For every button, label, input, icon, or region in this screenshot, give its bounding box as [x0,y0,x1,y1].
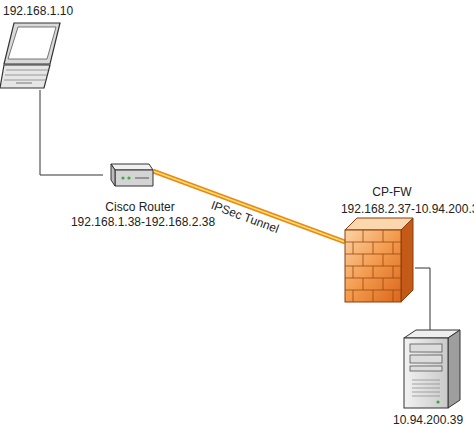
network-link [40,90,103,175]
node-label: 192.168.1.10 [3,4,73,18]
server-node: 10.94.200.39 [400,330,462,410]
node-label: Cisco Router [105,200,174,214]
firewall-icon [345,218,415,303]
laptop-icon [0,22,62,90]
node-label: CP-FW [372,185,411,199]
laptop-node: 192.168.1.10 [0,22,62,90]
server-icon [400,330,462,410]
ipsec-tunnel [153,171,345,242]
node-address: 192.168.2.37-10.94.200.37 [341,202,474,216]
node-address: 192.168.1.38-192.168.2.38 [71,215,215,229]
network-link [415,268,430,330]
router-node: Cisco Router192.168.1.38-192.168.2.38 [103,160,153,190]
tunnel-highlight [153,171,345,242]
firewall-node: CP-FW192.168.2.37-10.94.200.37 [345,218,415,303]
router-icon [103,160,153,190]
node-label: 10.94.200.39 [393,413,463,427]
